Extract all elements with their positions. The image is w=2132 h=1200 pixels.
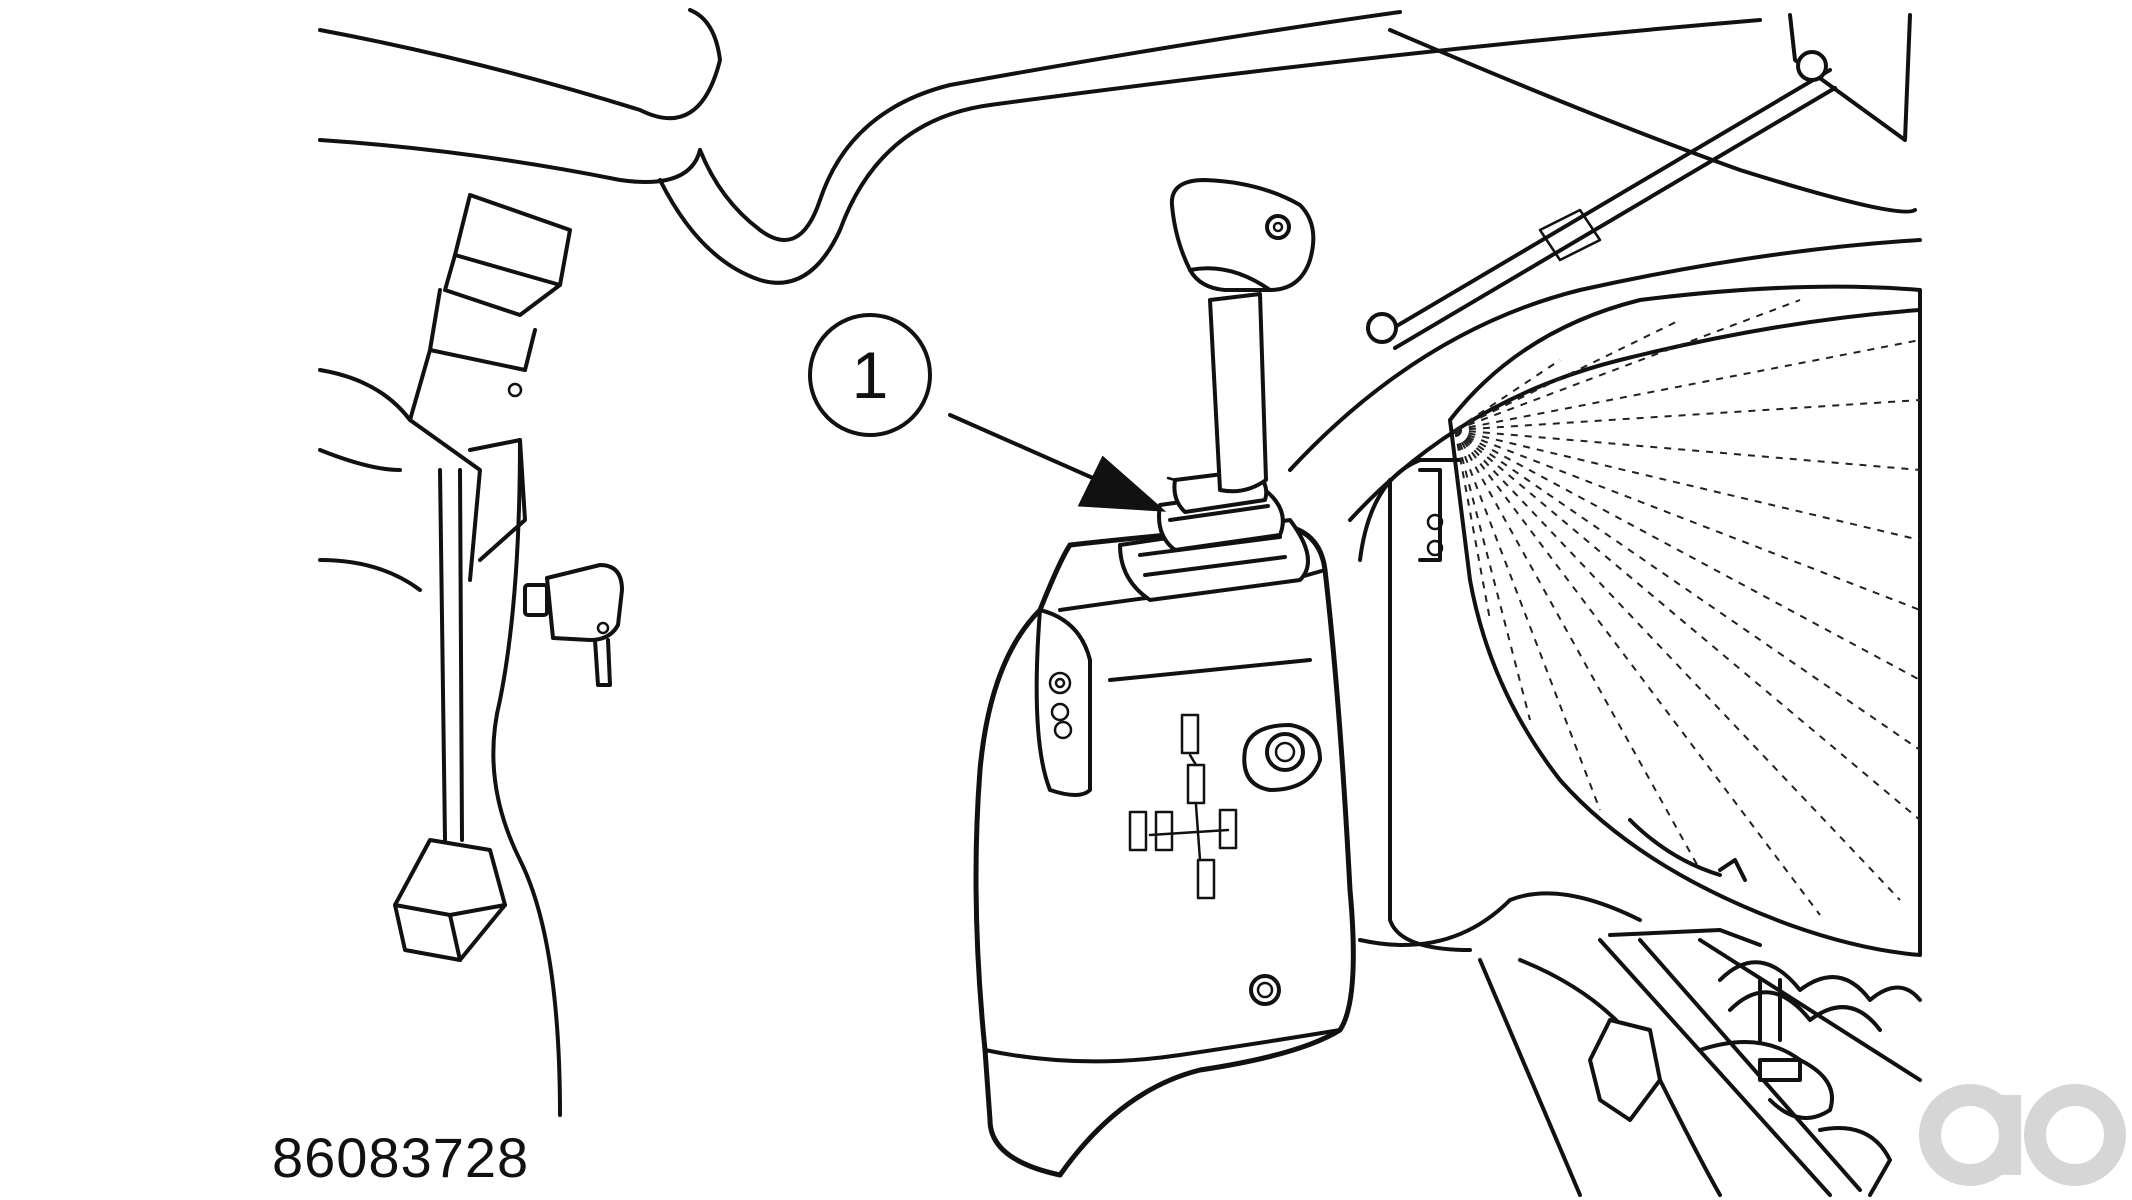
floor-mechanism (1358, 468, 1922, 1197)
callout-1: 1 (808, 313, 1167, 512)
shift-lever (1118, 178, 1316, 602)
fender-panel (1288, 13, 1922, 952)
figure-number: 86083728 (272, 1126, 530, 1189)
callout-label: 1 (852, 338, 889, 412)
steering-column (318, 193, 572, 1117)
ignition-key (523, 563, 624, 687)
ao-logo-icon (1919, 1084, 2126, 1186)
seat-dashed (1448, 284, 1922, 957)
hood-strut (1366, 50, 1837, 350)
steering-wheel-outline (318, 8, 1762, 285)
callout-arrowhead (1077, 455, 1167, 512)
shift-pattern-icon (1128, 713, 1238, 900)
